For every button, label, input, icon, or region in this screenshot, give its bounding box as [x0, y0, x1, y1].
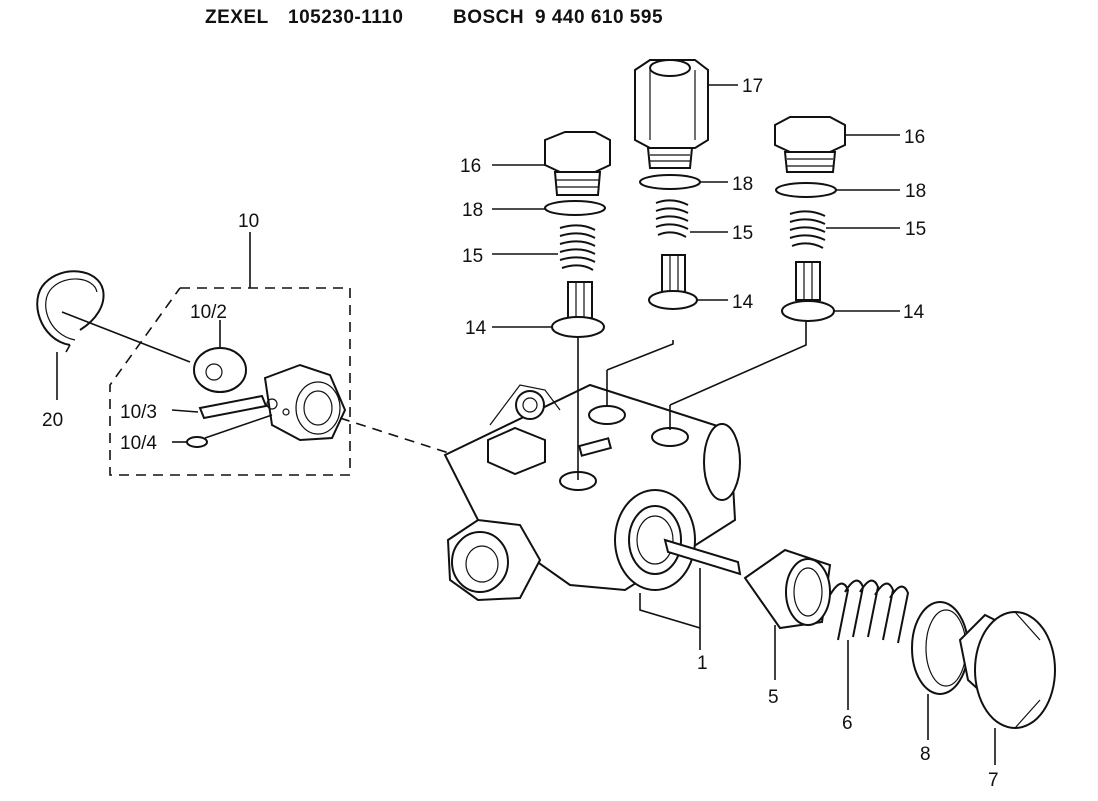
- label-part-15-middle: 15: [732, 223, 753, 244]
- label-part-16-right: 16: [904, 127, 925, 148]
- label-part-7: 7: [988, 770, 999, 791]
- right-side-parts: [743, 548, 1056, 765]
- label-part-10-3: 10/3: [120, 402, 157, 423]
- label-part-20: 20: [42, 410, 63, 431]
- middle-column-parts: [634, 59, 738, 310]
- label-part-5: 5: [768, 687, 779, 708]
- assembly-group-10: [109, 232, 456, 476]
- label-part-6: 6: [842, 713, 853, 734]
- right-column-parts: [774, 116, 900, 322]
- label-part-14-left: 14: [465, 318, 487, 339]
- label-part-10-2: 10/2: [190, 302, 227, 323]
- header-brand-zexel: ZEXEL: [205, 7, 269, 28]
- label-part-15-right: 15: [905, 219, 926, 240]
- label-part-15-left: 15: [462, 246, 483, 267]
- label-part-10-4: 10/4: [120, 433, 157, 454]
- label-part-8: 8: [920, 744, 931, 765]
- circlip-part-20: [36, 270, 191, 400]
- label-part-1: 1: [697, 653, 708, 674]
- header-code-bosch: 9 440 610 595: [535, 7, 663, 28]
- label-part-18-left: 18: [462, 200, 483, 221]
- label-part-14-right: 14: [903, 302, 925, 323]
- valve-body-part-1: [443, 320, 807, 650]
- label-part-16-left: 16: [460, 156, 481, 177]
- left-column-parts: [492, 131, 611, 338]
- label-part-10: 10: [238, 211, 259, 232]
- label-part-17: 17: [742, 76, 763, 97]
- label-part-18-right: 18: [905, 181, 926, 202]
- header-code-zexel: 105230-1110: [288, 7, 403, 28]
- label-part-14-middle: 14: [732, 292, 754, 313]
- header-brand-bosch: BOSCH: [453, 7, 524, 28]
- label-part-18-middle: 18: [732, 174, 753, 195]
